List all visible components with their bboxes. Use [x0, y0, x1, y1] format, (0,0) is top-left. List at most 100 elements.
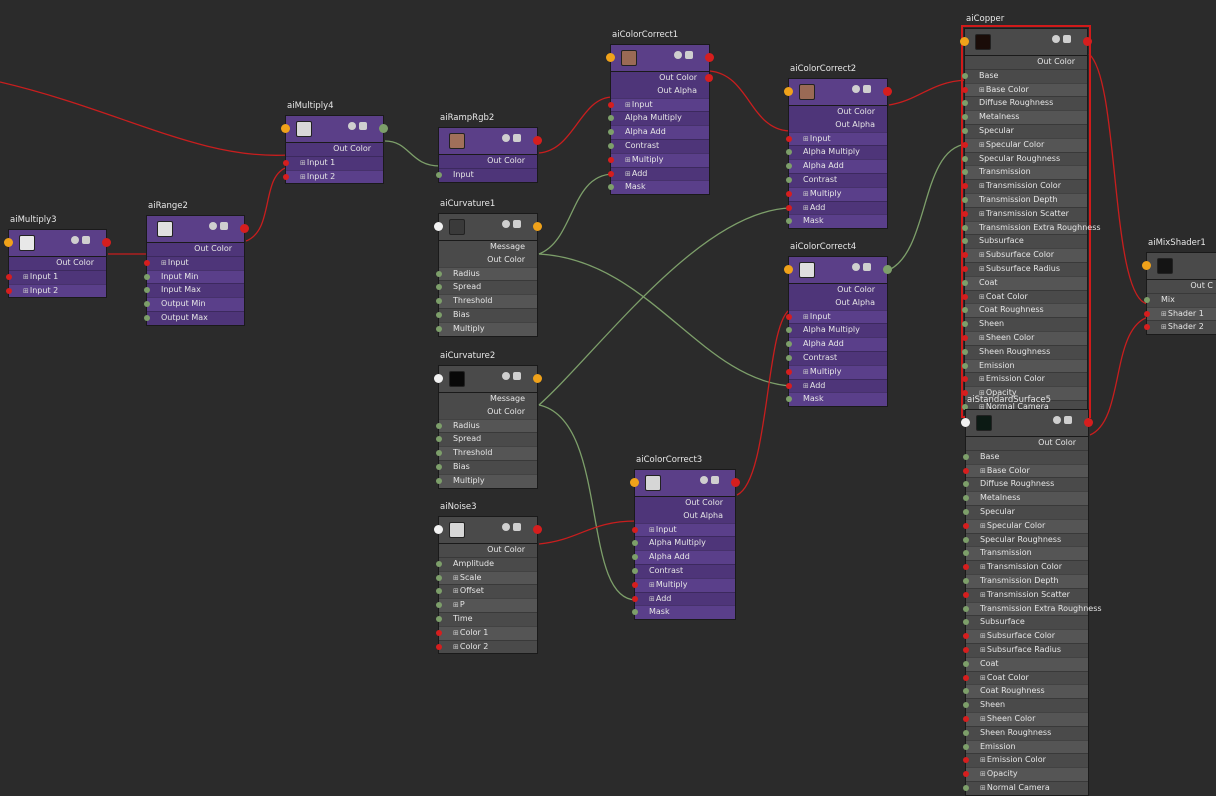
input-row[interactable]: Alpha Add: [786, 337, 887, 351]
input-port[interactable]: [962, 72, 968, 79]
output-port[interactable]: [240, 224, 249, 233]
input-port[interactable]: [963, 453, 969, 460]
input-row[interactable]: Threshold: [436, 446, 537, 460]
input-row[interactable]: Output Min: [144, 297, 244, 311]
out-alpha[interactable]: Out Alpha: [835, 119, 875, 129]
node-header[interactable]: [434, 365, 542, 392]
input-row[interactable]: Transmission Extra Roughness: [963, 601, 1102, 616]
input-row[interactable]: ⊞Input 1: [283, 155, 383, 170]
input-row[interactable]: ⊞Sheen Color: [962, 330, 1087, 345]
output-port[interactable]: [731, 478, 740, 487]
input-row[interactable]: Sheen: [963, 698, 1088, 712]
node-header[interactable]: [146, 215, 249, 242]
input-port[interactable]: [963, 771, 969, 778]
input-port[interactable]: [962, 100, 968, 107]
input-row[interactable]: Output Max: [144, 310, 244, 325]
input-row[interactable]: Transmission Depth: [962, 192, 1087, 207]
input-port[interactable]: [962, 86, 968, 93]
input-row[interactable]: ⊞Transmission Color: [962, 179, 1087, 193]
out-color[interactable]: Out Color: [56, 258, 94, 267]
input-row[interactable]: ⊞Color 1: [436, 625, 537, 640]
node-header[interactable]: [960, 28, 1092, 55]
message-port[interactable]: [4, 238, 13, 247]
expand-icon[interactable]: ⊞: [979, 402, 985, 411]
out-color[interactable]: Out Color: [487, 156, 525, 165]
out-color[interactable]: Out Color: [837, 107, 875, 116]
out-alpha[interactable]: Out Alpha: [683, 510, 723, 520]
input-row[interactable]: Specular: [962, 123, 1087, 138]
input-row[interactable]: ⊞Multiply: [786, 186, 887, 201]
input-row[interactable]: Emission: [962, 358, 1087, 373]
input-row[interactable]: Spread: [436, 280, 537, 294]
input-port[interactable]: [962, 362, 968, 369]
message-port[interactable]: [630, 478, 639, 487]
expand-icon[interactable]: ⊞: [979, 85, 985, 94]
out-color[interactable]: Out Color: [837, 285, 875, 294]
expand-icon[interactable]: ⊞: [979, 209, 985, 218]
node-aimultiply3[interactable]: aiMultiply3 Out Color ⊞Input 1 ⊞Input 2: [4, 215, 111, 299]
expand-icon[interactable]: ⊞: [980, 770, 986, 779]
input-row[interactable]: ⊞Multiply: [632, 577, 735, 592]
out-color[interactable]: Out Color: [611, 72, 713, 85]
input-port[interactable]: [963, 688, 969, 695]
input-port[interactable]: [963, 729, 969, 736]
input-row[interactable]: Base: [963, 449, 1088, 464]
input-port[interactable]: [963, 605, 969, 612]
node-header[interactable]: [434, 213, 542, 240]
input-row[interactable]: Subsurface: [963, 615, 1088, 629]
out-color[interactable]: Out Color: [685, 498, 723, 507]
input-row[interactable]: Coat: [963, 656, 1088, 671]
out-message[interactable]: Message: [489, 242, 525, 251]
out-alpha[interactable]: Out Alpha: [835, 297, 875, 307]
input-port[interactable]: [962, 321, 968, 328]
input-row[interactable]: ⊞Offset: [436, 584, 537, 598]
input-row[interactable]: Multiply: [436, 321, 537, 336]
input-row[interactable]: Mix: [1144, 292, 1216, 307]
input-port[interactable]: [963, 536, 969, 543]
expand-icon[interactable]: ⊞: [980, 783, 986, 792]
input-row[interactable]: Contrast: [608, 138, 709, 153]
input-port[interactable]: [962, 141, 968, 148]
output-port[interactable]: [533, 374, 542, 383]
node-aicolorcorrect3[interactable]: aiColorCorrect3 Out Color Out Alpha ⊞Inp…: [630, 455, 740, 621]
input-port[interactable]: [962, 196, 968, 203]
input-row[interactable]: Alpha Multiply: [608, 111, 709, 125]
input-row[interactable]: Coat Roughness: [962, 303, 1087, 318]
node-airamprgb2[interactable]: aiRampRgb2 Out Color Input: [436, 113, 542, 183]
expand-icon[interactable]: ⊞: [980, 521, 986, 530]
input-row[interactable]: ⊞Input: [632, 522, 735, 537]
input-row[interactable]: ⊞Add: [608, 166, 709, 181]
output-port[interactable]: [883, 265, 892, 274]
input-row[interactable]: ⊞Base Color: [962, 82, 1087, 97]
input-row[interactable]: Alpha Multiply: [786, 145, 887, 159]
out-color[interactable]: Out C: [1190, 281, 1213, 290]
input-row[interactable]: Bias: [436, 307, 537, 322]
node-header[interactable]: [784, 256, 892, 283]
input-port[interactable]: [962, 127, 968, 134]
input-row[interactable]: Specular: [963, 504, 1088, 519]
input-port[interactable]: [963, 550, 969, 557]
input-row[interactable]: Metalness: [962, 110, 1087, 124]
node-aicurvature2[interactable]: aiCurvature2 Message Out Color Radius Sp…: [434, 351, 542, 489]
input-row[interactable]: Alpha Add: [632, 550, 735, 564]
out-color[interactable]: Out Color: [487, 545, 525, 554]
input-row[interactable]: ⊞Input 2: [6, 283, 106, 298]
input-row[interactable]: ⊞Shader 1: [1144, 306, 1216, 321]
input-port[interactable]: [962, 224, 968, 231]
node-header[interactable]: [606, 44, 714, 71]
input-row[interactable]: Input Min: [144, 269, 244, 284]
input-row[interactable]: Specular Roughness: [962, 151, 1087, 166]
input-row[interactable]: Mask: [786, 392, 887, 407]
input-row[interactable]: ⊞Normal Camera: [963, 780, 1088, 795]
input-port[interactable]: [962, 169, 968, 176]
node-aistandardsurface5[interactable]: aiStandardSurface5 Out Color Base⊞Base C…: [961, 395, 1102, 796]
input-row[interactable]: Threshold: [436, 294, 537, 308]
expand-icon[interactable]: ⊞: [980, 673, 986, 682]
input-port[interactable]: [963, 660, 969, 667]
expand-icon[interactable]: ⊞: [980, 632, 986, 641]
input-row[interactable]: ⊞Emission Color: [963, 753, 1088, 767]
input-row[interactable]: ⊞Sheen Color: [963, 711, 1088, 726]
input-row[interactable]: ⊞Color 2: [436, 639, 537, 654]
input-port[interactable]: [963, 495, 969, 502]
input-row[interactable]: Multiply: [436, 473, 537, 488]
